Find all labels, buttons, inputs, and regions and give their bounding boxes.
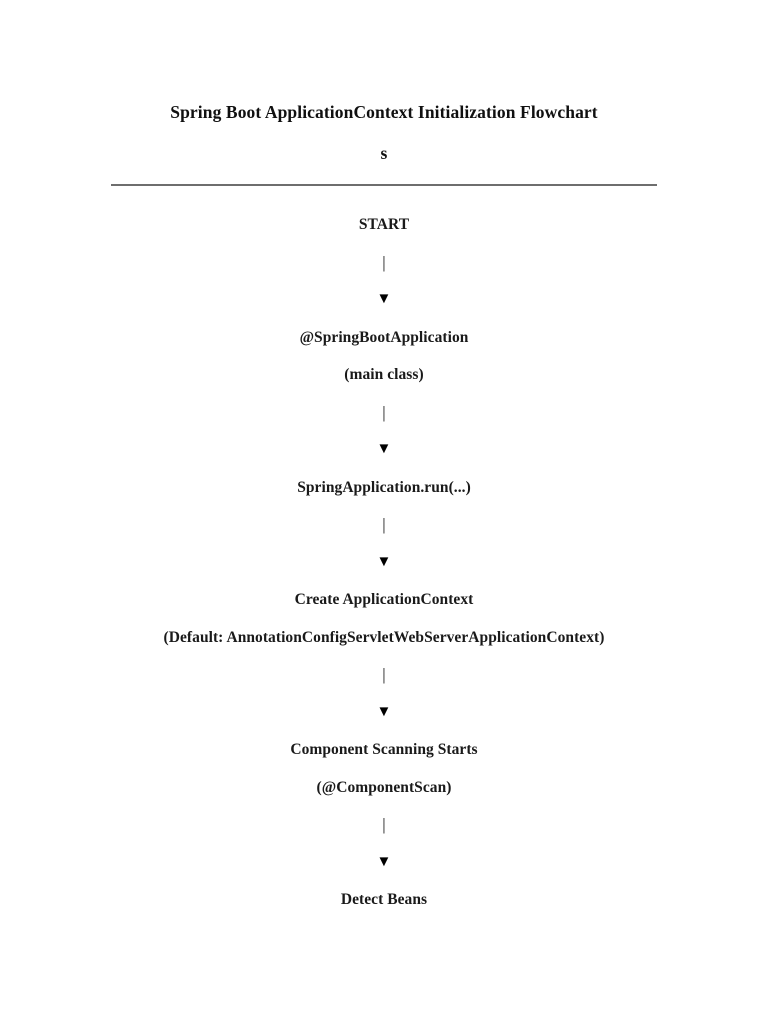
flow-node-label: (@ComponentScan) (316, 778, 452, 796)
flow-connector-line: | (382, 665, 386, 684)
flow-node-label: START (358, 216, 410, 233)
flow-connector-line: | (382, 252, 386, 272)
flow-node-label: (Default: AnnotationConfigServletWebServ… (163, 628, 605, 646)
arrow-down-icon: ▼ (376, 553, 392, 570)
flow-node-label: SpringApplication.run(...) (297, 478, 471, 496)
flowchart: START | ▼ @SpringBootApplication (main class… (111, 186, 657, 919)
flow-node-label: Create ApplicationContext (294, 591, 474, 608)
arrow-down-icon: ▼ (376, 291, 392, 307)
arrow-down-icon: ▼ (376, 703, 392, 720)
arrow-down-icon: ▼ (376, 853, 392, 870)
flow-node-label: Detect Beans (340, 891, 428, 908)
flow-connector-line: | (382, 402, 386, 422)
page-title: Spring Boot ApplicationContext Initializ… (170, 102, 598, 163)
flow-connector-line: | (382, 515, 386, 534)
title-divider (111, 184, 657, 186)
content-column: Spring Boot ApplicationContext Initializ… (111, 0, 657, 919)
arrow-down-icon: ▼ (376, 441, 392, 457)
flow-node-label: Component Scanning Starts (290, 741, 478, 758)
flow-node-label: @SpringBootApplication (299, 328, 469, 346)
flow-node-label: (main class) (344, 366, 424, 383)
flow-connector-line: | (382, 815, 386, 834)
